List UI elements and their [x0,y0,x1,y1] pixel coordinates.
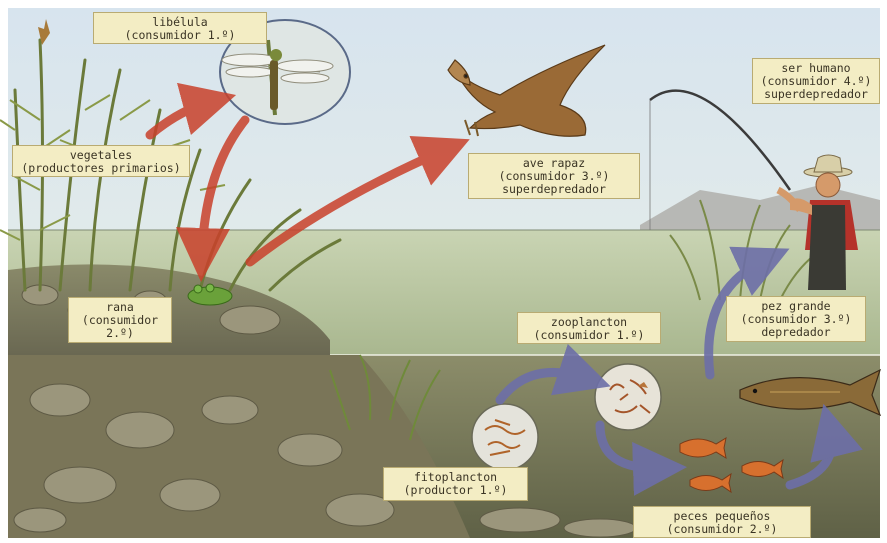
phytoplankton-icon [472,404,538,470]
label-rana: rana (consumidor 2.º) [68,297,172,343]
zooplankton-icon [595,364,661,430]
label-fitoplancton: fitoplancton (productor 1.º) [383,467,528,501]
label-pez-grande: pez grande (consumidor 3.º) depredador [726,296,866,342]
label-peces-pequenos: peces pequeños (consumidor 2.º) [633,506,811,538]
label-ser-humano: ser humano (consumidor 4.º) superdepreda… [752,58,880,104]
label-zooplancton: zooplancton (consumidor 1.º) [517,312,661,344]
label-vegetales: vegetales (productores primarios) [12,145,190,177]
label-ave-rapaz: ave rapaz (consumidor 3.º) superdepredad… [468,153,640,199]
label-libelula: libélula (consumidor 1.º) [93,12,267,44]
